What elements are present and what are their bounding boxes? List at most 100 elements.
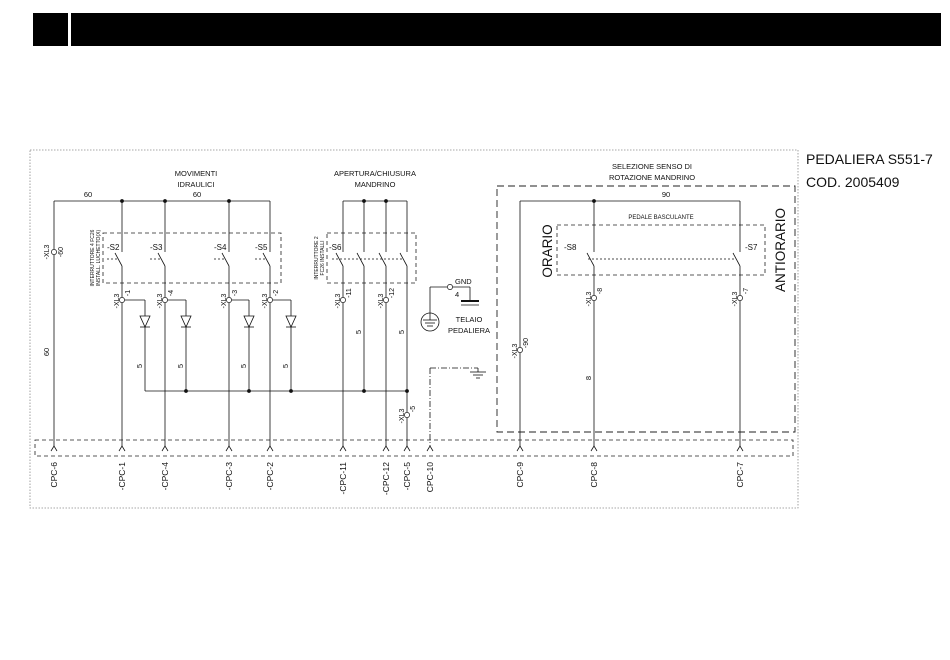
connector-pin-label-cpc-1: -CPC-1 xyxy=(117,462,127,491)
connector-pin-label-cpc-12: -CPC-12 xyxy=(381,462,391,495)
connector-pin-label-cpc-3: -CPC-3 xyxy=(224,462,234,491)
junction-dot xyxy=(163,199,167,203)
switch-label-s6: -S6 xyxy=(329,243,342,252)
connector-pin-symbol xyxy=(118,445,126,452)
connector-pin-label-cpc-2: -CPC-2 xyxy=(265,462,275,491)
junction-dot xyxy=(184,389,188,393)
terminal-pin-label: -90 xyxy=(523,338,530,348)
switch-label-s2: -S2 xyxy=(107,243,120,252)
frame-label-line2: PEDALIERA xyxy=(448,326,490,335)
protective-earth-symbol xyxy=(420,312,440,332)
clockwise-label: ORARIO xyxy=(540,224,555,277)
rotation-selector-box xyxy=(496,185,796,433)
terminal-block-label: -XL3 xyxy=(732,292,739,307)
rocker-pedal-label: PEDALE BASCULANTE xyxy=(628,215,693,221)
terminal-pin-label: -11 xyxy=(346,288,353,298)
hydraulic-title-line2: IDRAULICI xyxy=(177,180,214,189)
diode-symbol xyxy=(243,315,255,328)
gnd-label: GND xyxy=(455,277,472,286)
terminal-pin-label: -4 xyxy=(168,290,175,296)
terminal-pin-label: -60 xyxy=(58,247,65,257)
wire-number: 90 xyxy=(662,190,670,199)
wire-number: 5 xyxy=(176,364,185,368)
connector-cpc-box xyxy=(34,439,794,457)
connector-pin-label-cpc-11: -CPC-11 xyxy=(338,462,348,495)
connector-pin-label-cpc-6: CPC-6 xyxy=(49,462,59,488)
chuck-title-line2: MANDRINO xyxy=(355,180,396,189)
terminal-block-label: -XL3 xyxy=(221,294,228,309)
terminal-block-label: -XL3 xyxy=(157,294,164,309)
terminal-circle xyxy=(226,297,232,303)
connector-pin-label-cpc-10: CPC-10 xyxy=(425,462,435,493)
terminal-block-label: -XL3 xyxy=(335,294,342,309)
hydraulic-switch-3-contact xyxy=(221,252,230,267)
chuck-switch-1-contact xyxy=(335,252,344,267)
chuck-switch-note-line2: FC26 INSTALLI xyxy=(320,241,326,276)
wire-number: 5 xyxy=(354,330,363,334)
terminal-block-label: -XL3 xyxy=(586,292,593,307)
terminal-circle xyxy=(162,297,168,303)
rotation-switch-s7-contact xyxy=(732,252,741,267)
terminal-pin-label: -3 xyxy=(232,290,239,296)
connector-pin-label-cpc-7: CPC-7 xyxy=(735,462,745,488)
rotation-title-line2: ROTAZIONE MANDRINO xyxy=(609,173,695,182)
switch-label-s4: -S4 xyxy=(214,243,227,252)
terminal-circle xyxy=(591,295,597,301)
connector-pin-symbol xyxy=(50,445,58,452)
rocker-pedal-box xyxy=(556,224,766,276)
diode-symbol xyxy=(285,315,297,328)
terminal-block-label: -XL3 xyxy=(262,294,269,309)
rotation-switch-s8-contact xyxy=(586,252,595,267)
chuck-switch-2-contact xyxy=(356,252,365,267)
connector-pin-label-cpc-9: CPC-9 xyxy=(515,462,525,488)
connector-pin-symbol xyxy=(161,445,169,452)
terminal-circle xyxy=(51,249,57,255)
counterclockwise-label: ANTIORARIO xyxy=(773,208,788,292)
chuck-title-line1: APERTURA/CHIUSURA xyxy=(334,169,416,178)
label-layer: -XL3 -60 60 MOVIMENTI IDRAULICI 60 60 IN… xyxy=(42,162,788,495)
wire-number: 5 xyxy=(281,364,290,368)
hydraulic-switch-2-contact xyxy=(157,252,166,267)
terminal-circle xyxy=(517,347,523,353)
terminal-block-label: -XL3 xyxy=(44,245,51,260)
switch-label-s8: -S8 xyxy=(564,243,577,252)
model-title: PEDALIERA S551-7 xyxy=(806,151,933,167)
schematic-frame xyxy=(29,149,799,509)
connector-pin-symbol xyxy=(382,445,390,452)
junction-dot xyxy=(247,389,251,393)
terminal-pin-label: -2 xyxy=(273,290,280,296)
connector-pin-symbol xyxy=(266,445,274,452)
switch-label-s7: -S7 xyxy=(745,243,758,252)
wire-number: 8 xyxy=(584,376,593,380)
chuck-switch-3-contact xyxy=(378,252,387,267)
connector-pin-symbol xyxy=(339,445,347,452)
diode-symbol xyxy=(180,315,192,328)
wire-number: 60 xyxy=(193,190,201,199)
chuck-switch-group-box xyxy=(326,232,417,284)
title-block: PEDALIERA S551-7 COD. 2005409 xyxy=(806,148,933,194)
rotation-title-line1: SELEZIONE SENSO DI xyxy=(612,162,692,171)
connector-pin-symbol xyxy=(736,445,744,452)
junction-dot xyxy=(289,389,293,393)
connector-pin-label-cpc-4: -CPC-4 xyxy=(160,462,170,491)
hydraulic-switch-group-box xyxy=(102,232,282,284)
wire-number: 60 xyxy=(42,348,51,356)
wire-number: 5 xyxy=(135,364,144,368)
hydraulic-switch-note-line2: INSTALL. LUCHETTO(X) xyxy=(96,230,102,287)
chuck-switch-note-line1: INTERRUTTORE 2 xyxy=(314,236,320,279)
terminal-block-label: -XL3 xyxy=(399,409,406,424)
terminal-block-label: -XL3 xyxy=(114,294,121,309)
wire-number: 60 xyxy=(84,190,92,199)
terminal-pin-label: -1 xyxy=(125,290,132,296)
wire-number: 5 xyxy=(239,364,248,368)
terminal-circle xyxy=(447,284,453,290)
hydraulic-title-line1: MOVIMENTI xyxy=(175,169,218,178)
part-code: COD. 2005409 xyxy=(806,174,900,190)
terminal-pin-label: -7 xyxy=(743,288,750,294)
connector-pin-label-cpc-5: -CPC-5 xyxy=(402,462,412,491)
wire-number: 4 xyxy=(455,290,459,299)
terminal-circle xyxy=(383,297,389,303)
terminal-pin-label: -5 xyxy=(410,406,417,412)
